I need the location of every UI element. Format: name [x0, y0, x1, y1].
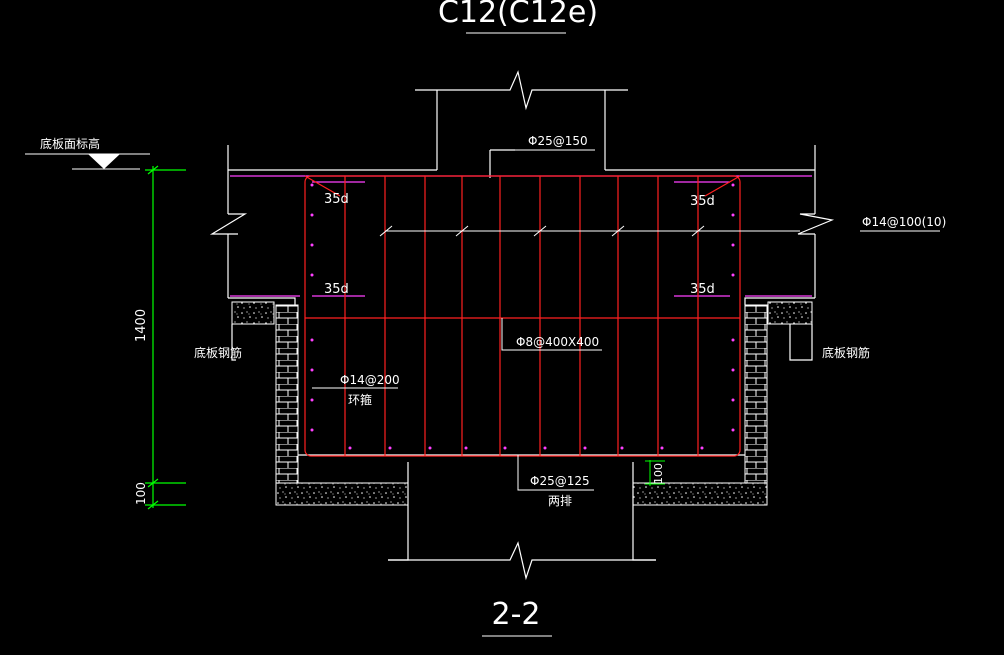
elevation-marker: [25, 153, 150, 170]
anchor-label-mid-left: 35d: [324, 282, 349, 297]
bedding-concrete-left: [275, 482, 409, 506]
section-title: 2-2: [492, 597, 541, 632]
ring-note-label: 环箍: [348, 392, 372, 407]
rebar-bottom-leader: [517, 455, 594, 491]
rebar-ring-label: Φ14@200: [340, 373, 400, 387]
slab-rebar-label-right: 底板钢筋: [822, 345, 870, 360]
dimension-100-right: 100: [652, 463, 665, 484]
dimension-100-right-lines: [645, 460, 665, 486]
upper-column-outline: [209, 70, 835, 305]
rebar-bottom-label: Φ25@125: [530, 474, 590, 488]
slab-concrete-left: [231, 301, 275, 325]
dimension-lines: [145, 165, 186, 510]
slab-reinforcement-magenta: [230, 175, 812, 297]
rebar-side-label: Φ14@100(10): [862, 215, 946, 229]
horizontal-tie-bar: [379, 225, 800, 237]
rebar-top-label: Φ25@150: [528, 134, 588, 148]
slab-concrete-right: [767, 301, 813, 325]
brick-wall-right: [744, 304, 768, 486]
pit-outline: [231, 324, 813, 581]
anchor-label-top-left: 35d: [324, 192, 349, 207]
dimension-1400: 1400: [134, 309, 149, 342]
rebar-tie-label: Φ8@400X400: [516, 335, 599, 349]
rebar-dots: [310, 183, 735, 450]
brick-wall-left: [275, 304, 299, 486]
bottom-note-label: 两排: [548, 494, 572, 508]
anchor-label-mid-right: 35d: [690, 282, 715, 297]
bedding-concrete-right: [632, 482, 768, 506]
dimension-100-left: 100: [134, 482, 148, 505]
slab-top-elevation-label: 底板面标高: [40, 136, 100, 151]
anchor-label-top-right: 35d: [690, 194, 715, 209]
slab-rebar-label-left: 底板钢筋: [194, 345, 242, 360]
rebar-cage: [304, 175, 741, 457]
top-title: C12(C12e): [438, 0, 598, 30]
rebar-tie-leader: [501, 318, 602, 351]
